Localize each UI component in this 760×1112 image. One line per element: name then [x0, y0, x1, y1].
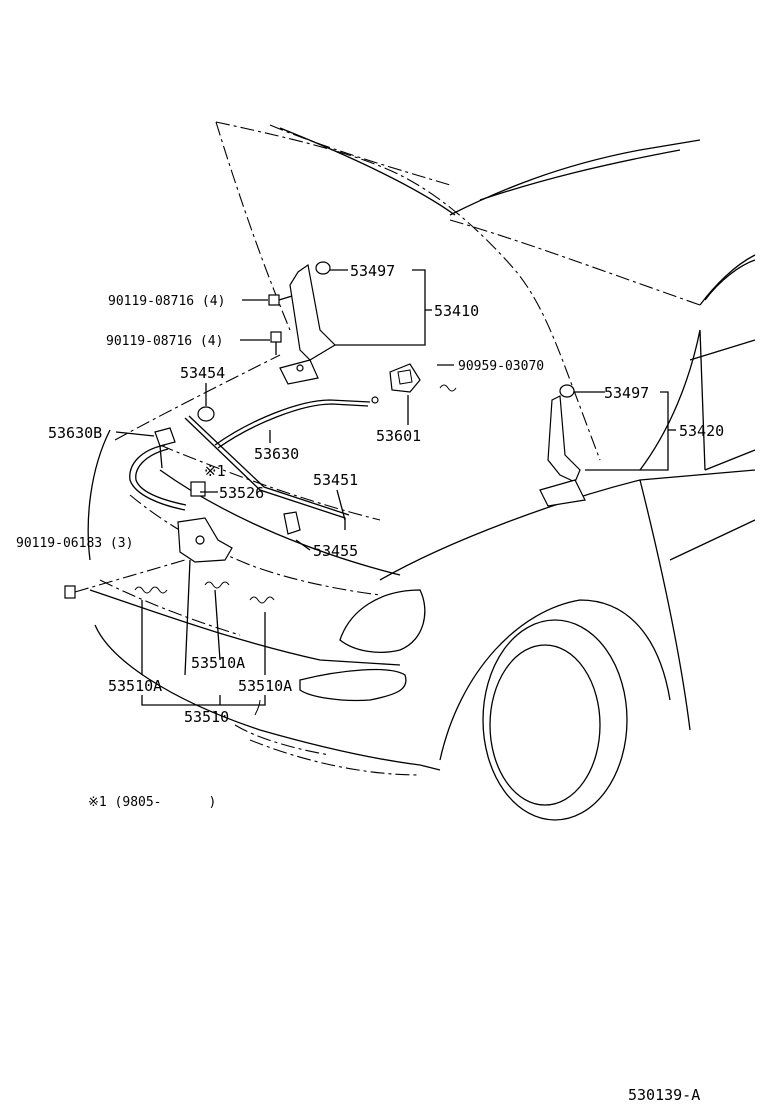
- bumper-bottom: [249, 739, 421, 776]
- cap-53497-left: [315, 261, 331, 275]
- door-window: [639, 329, 706, 471]
- a-pillar: [699, 254, 756, 306]
- label-53601: 53601: [376, 427, 421, 445]
- label-53630: 53630: [254, 445, 299, 463]
- label-90119-a: 90119-08716 (4): [108, 294, 225, 309]
- stopper-53601: [389, 363, 421, 393]
- windshield: [449, 139, 701, 216]
- cap-53497-right: [559, 384, 575, 398]
- rod-53451-b: [188, 415, 350, 516]
- label-53510a-mid: 53510A: [191, 654, 245, 672]
- headlight: [339, 589, 426, 653]
- door-window-3: [704, 449, 756, 471]
- hood-edge: [215, 121, 291, 331]
- cable-53630: [214, 399, 371, 446]
- hood-top: [269, 124, 451, 186]
- hood-front-edge-2: [159, 469, 401, 576]
- bumper-lower: [94, 624, 421, 766]
- dashed-body: [234, 724, 331, 756]
- grille-line-2: [99, 579, 241, 636]
- car-outline: [87, 121, 756, 821]
- latch-icon: [177, 517, 233, 563]
- label-53510a-right: 53510A: [238, 677, 292, 695]
- spring-icon: [249, 596, 275, 604]
- leader-lines: [115, 269, 676, 716]
- cowl-line: [449, 219, 701, 306]
- wheel-arch: [439, 599, 671, 761]
- engine-bay-line: [159, 444, 381, 521]
- cable-end: [371, 396, 379, 404]
- fender-line: [639, 479, 691, 731]
- spring-icon: [204, 581, 230, 589]
- clip-icon: [154, 427, 176, 447]
- a-pillar-2: [704, 259, 756, 301]
- label-53497-top: 53497: [350, 262, 395, 280]
- hood-front-edge: [114, 354, 281, 441]
- label-53510a-left: 53510A: [108, 677, 162, 695]
- cable-53630-b: [217, 403, 369, 449]
- label-53454: 53454: [180, 364, 225, 382]
- cable-front: [129, 444, 186, 511]
- front-left: [87, 429, 111, 561]
- label-53451: 53451: [313, 471, 358, 489]
- label-90959: 90959-03070: [458, 359, 544, 374]
- label-note-marker: ※1: [204, 462, 226, 480]
- door-window-2: [689, 339, 756, 361]
- tire-inner: [489, 644, 601, 806]
- tire-outer: [482, 619, 628, 821]
- hood-inner: [279, 127, 456, 216]
- footnote: ※1 (9805- ): [88, 795, 216, 810]
- fender-top: [379, 469, 756, 581]
- hinge-icon: [279, 263, 336, 385]
- body-lower: [419, 764, 441, 771]
- label-53526: 53526: [219, 484, 264, 502]
- fog-lamp: [299, 668, 407, 702]
- diagram-code: 530139-A: [628, 1086, 700, 1104]
- label-53410: 53410: [434, 302, 479, 320]
- labels: 53497 53410 90119-08716 (4) 90119-08716 …: [16, 262, 724, 1104]
- clip-icon: [190, 481, 206, 497]
- label-53497-right: 53497: [604, 384, 649, 402]
- bumper-top: [89, 589, 401, 666]
- spring-icon: [134, 586, 168, 594]
- clip-icon: [283, 511, 301, 535]
- bolt-icon: [64, 585, 76, 599]
- label-90119-c: 90119-06183 (3): [16, 536, 133, 551]
- label-90119-b: 90119-08716 (4): [106, 334, 223, 349]
- hood-outline: [215, 121, 601, 461]
- leader-bolt-c: [74, 559, 186, 593]
- bolt-icon: [270, 331, 282, 355]
- label-53455: 53455: [313, 542, 358, 560]
- hinge-icon: [539, 395, 586, 507]
- side-line: [669, 519, 756, 561]
- grille-line: [129, 494, 381, 596]
- cable-front-b: [135, 448, 187, 506]
- cushion-53454: [197, 406, 215, 422]
- rod-53451: [184, 417, 346, 530]
- spring-icon: [439, 384, 457, 392]
- label-53420: 53420: [679, 422, 724, 440]
- label-53630b: 53630B: [48, 424, 102, 442]
- label-53510: 53510: [184, 708, 229, 726]
- roof-line: [479, 149, 681, 201]
- bolt-icon: [268, 294, 293, 306]
